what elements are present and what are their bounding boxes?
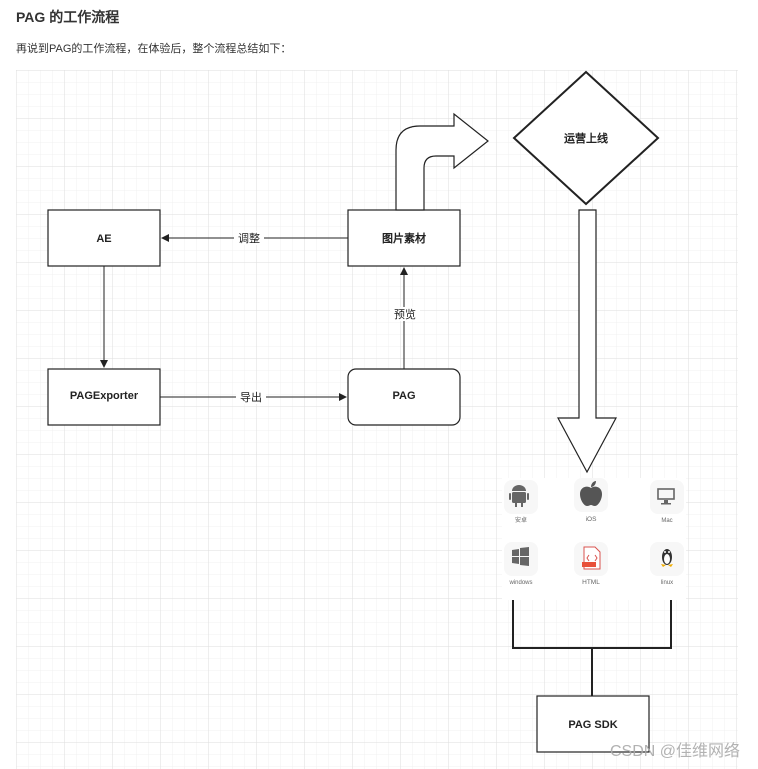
node-pag[interactable]: PAG <box>347 368 461 426</box>
node-pag-label: PAG <box>392 390 415 402</box>
platform-linux[interactable]: linux <box>650 542 684 586</box>
node-exporter[interactable]: PAGExporter <box>47 368 161 426</box>
node-sdk-label: PAG SDK <box>568 719 617 731</box>
node-sdk[interactable]: PAG SDK <box>536 695 650 753</box>
node-assets[interactable]: 图片素材 <box>347 209 461 267</box>
android-icon <box>509 485 529 507</box>
intro-paragraph: 再说到PAG的工作流程，在体验后，整个流程总结如下： <box>16 43 292 55</box>
node-exporter-label: PAGExporter <box>70 390 139 402</box>
windows-icon <box>512 547 529 566</box>
platform-android[interactable]: 安卓 <box>504 480 538 524</box>
node-ae[interactable]: AE <box>47 209 161 267</box>
edge-export-label: 导出 <box>240 390 262 404</box>
platform-mac[interactable]: Mac <box>650 480 684 524</box>
section-heading: PAG 的工作流程 <box>16 9 120 25</box>
platform-html[interactable]: HTML <box>574 542 608 586</box>
platform-label: HTML <box>582 579 600 586</box>
platform-windows[interactable]: windows <box>504 542 538 586</box>
edge-preview: 预览 <box>390 267 420 369</box>
workflow-diagram: AE 图片素材 PAGExporter PAG 调整 导出 预览 运营上线 <box>16 70 738 769</box>
platform-label: iOS <box>586 516 598 523</box>
platform-label: Mac <box>661 518 672 524</box>
node-launch[interactable]: 运营上线 <box>512 70 660 206</box>
html-file-icon <box>582 546 601 570</box>
monitor-icon <box>657 488 675 505</box>
edge-preview-label: 预览 <box>394 307 416 321</box>
platform-label: windows <box>508 580 532 586</box>
arrow-launch-to-platforms <box>556 209 618 474</box>
platform-label: linux <box>661 580 673 586</box>
apple-icon <box>580 481 602 506</box>
arrow-assets-to-launch <box>395 112 489 211</box>
linux-icon <box>661 549 673 567</box>
watermark: CSDN @佳维网络 <box>609 743 740 760</box>
node-launch-label: 运营上线 <box>564 131 608 145</box>
edge-adjust: 调整 <box>161 231 348 245</box>
edge-export: 导出 <box>160 390 347 404</box>
edge-adjust-label: 调整 <box>238 231 260 245</box>
platforms-panel: 安卓 iOS Mac <box>502 478 686 600</box>
platform-label: 安卓 <box>515 516 527 524</box>
node-assets-label: 图片素材 <box>382 231 426 245</box>
node-ae-label: AE <box>96 233 111 245</box>
platform-ios[interactable]: iOS <box>574 478 608 523</box>
